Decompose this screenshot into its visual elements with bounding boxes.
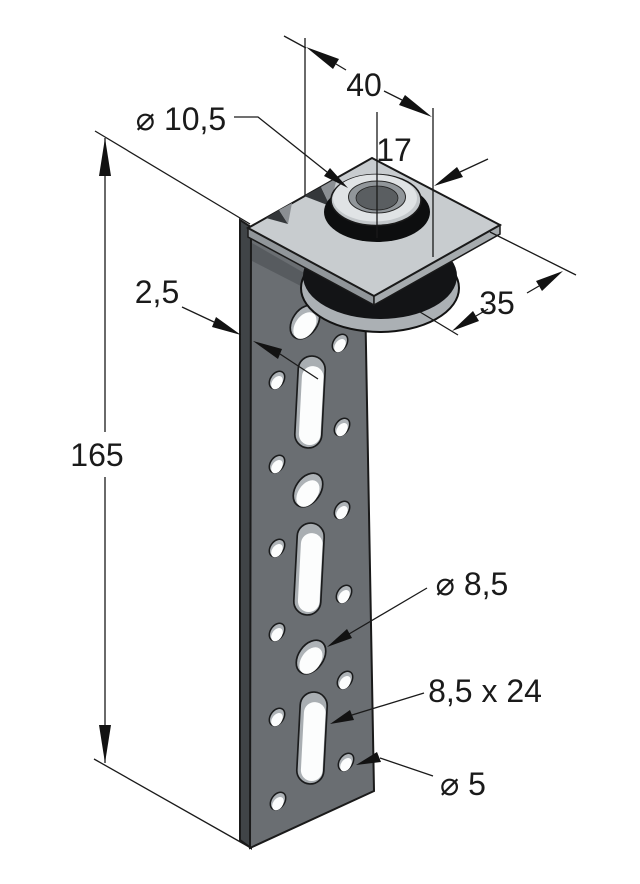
plate-notch: [279, 203, 292, 224]
dim-thickness: 2,5: [135, 274, 319, 380]
dim-label-small-hole: ⌀ 5: [440, 766, 486, 802]
dim-165: 165: [70, 130, 252, 849]
dim-35: 35: [419, 231, 577, 336]
dim-label-thickness: 2,5: [135, 274, 179, 310]
dim-mid-hole: ⌀ 8,5: [327, 566, 508, 647]
plate-notch: [321, 178, 337, 206]
dim-label-17: 17: [376, 132, 412, 168]
dim-small-hole: ⌀ 5: [356, 752, 486, 802]
dim-40: 40: [283, 35, 434, 257]
dim-label-mid-hole: ⌀ 8,5: [436, 566, 509, 602]
slot-hole: [295, 690, 329, 786]
plate-notch: [266, 210, 288, 224]
dim-label-bushing-bore: ⌀ 10,5: [136, 101, 226, 137]
dim-label-40: 40: [346, 67, 382, 103]
dim-bushing-bore: ⌀ 10,5: [136, 101, 348, 188]
dim-17: 17: [376, 112, 489, 238]
dim-slot: 8,5 x 24: [330, 673, 542, 724]
plate-notch: [304, 187, 330, 206]
dim-label-165: 165: [70, 437, 123, 473]
slot-hole: [292, 521, 326, 617]
dim-label-slot: 8,5 x 24: [428, 673, 542, 709]
slot-hole: [293, 354, 327, 450]
dim-label-35: 35: [479, 285, 515, 321]
